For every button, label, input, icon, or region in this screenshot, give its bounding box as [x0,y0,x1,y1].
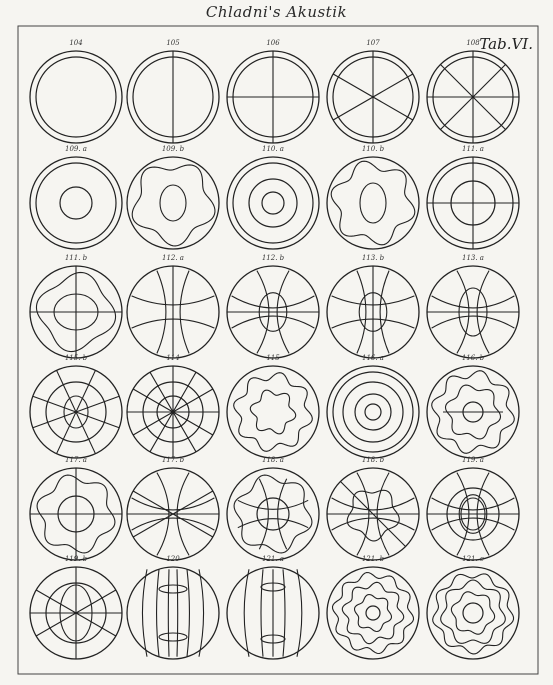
figure-number: 104 [46,39,106,47]
figure-number: 113. a [443,254,503,262]
chladni-figure [30,468,122,560]
figure-number: 117. b [143,456,203,464]
figure-number: 119. a [443,456,503,464]
chladni-figure [127,51,219,143]
chladni-figure [127,157,219,249]
chladni-figure [427,157,519,249]
figure-number: 118. b [343,456,403,464]
figure-number: 114 [143,354,203,362]
figure-number: 112. b [243,254,303,262]
figure-number: 112. a [143,254,203,262]
chladni-figure [127,266,219,358]
figure-number: 108 [443,39,503,47]
chladni-figure [227,366,319,458]
figure-number: 120 [143,555,203,563]
chladni-figure [327,266,419,358]
chladni-figure [227,51,319,143]
figure-number: 109. a [46,145,106,153]
figure-number: 111. a [443,145,503,153]
chladni-figure [127,366,219,458]
figure-number: 121. b [343,555,403,563]
chladni-figure [427,51,519,143]
figure-number: 107 [343,39,403,47]
chladni-figure [327,468,419,560]
figure-number: 113. b [343,254,403,262]
chladni-figure [30,51,122,143]
chladni-figure [427,468,519,560]
chladni-figure [30,567,122,659]
chladni-figure [30,366,122,458]
chladni-figure [127,468,219,560]
chladni-figure [327,366,419,458]
chladni-figure [227,266,319,358]
figure-number: 110. b [343,145,403,153]
chladni-figure [227,567,319,659]
figure-number: 106 [243,39,303,47]
chladni-figure [427,366,519,458]
chladni-figure [127,567,219,659]
figure-number: 117. a [46,456,106,464]
figure-number: 121. c [443,555,503,563]
chladni-figure [227,157,319,249]
figure-number: 115 [243,354,303,362]
chladni-figure [327,157,419,249]
chladni-figure [30,157,122,249]
chladni-figure [427,567,519,659]
figure-number: 115. b [46,354,106,362]
figure-number: 111. b [46,254,106,262]
figure-number: 121. a [243,555,303,563]
figure-number: 119. b [46,555,106,563]
chladni-figure [30,266,122,358]
chladni-figure [327,51,419,143]
figure-number: 116. b [443,354,503,362]
figure-number: 110. a [243,145,303,153]
figure-number: 116. a [343,354,403,362]
figure-number: 109. b [143,145,203,153]
chladni-figure [327,567,419,659]
chladni-figure [227,468,319,560]
figure-number: 105 [143,39,203,47]
plate-border [18,26,538,674]
chladni-figure [427,266,519,358]
figure-number: 118. a [243,456,303,464]
